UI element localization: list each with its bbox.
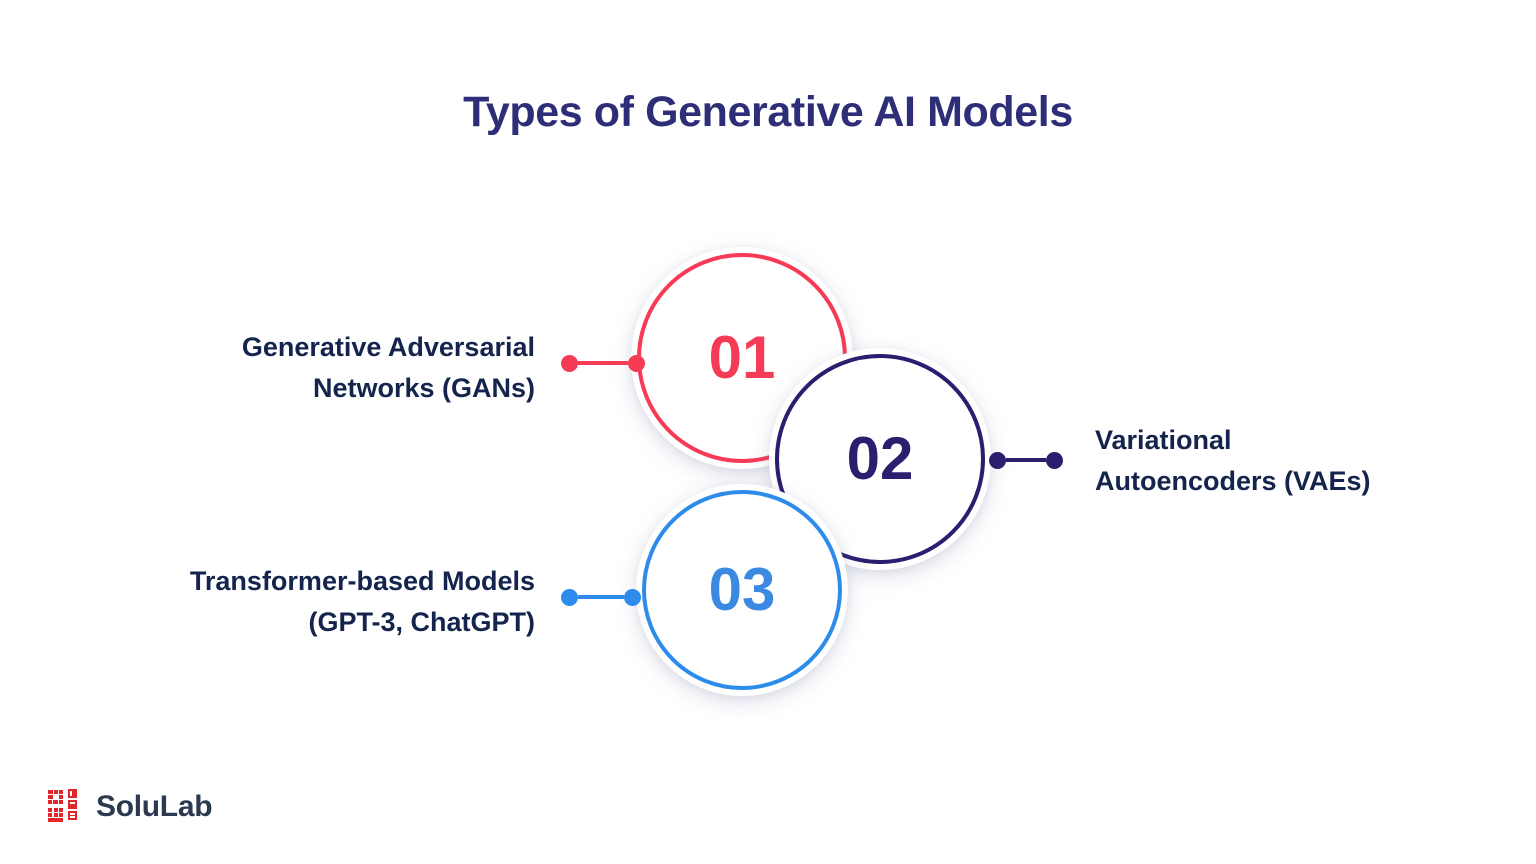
node-label-03: Transformer-based Models (GPT-3, ChatGPT… — [189, 566, 535, 638]
solulab-pixel-logo-icon — [48, 788, 84, 826]
brand-name: SoluLab — [96, 790, 213, 823]
node-number-01: 01 — [708, 324, 776, 391]
node-circle-03[interactable]: 03 — [642, 490, 842, 690]
node-number-03: 03 — [708, 556, 776, 623]
connector-01 — [561, 353, 645, 373]
brand-logo[interactable]: SoluLab — [48, 788, 213, 826]
connector-02 — [989, 450, 1063, 470]
connector-dot-inner-03 — [624, 588, 641, 606]
connector-dot-outer-03 — [561, 588, 578, 606]
node-label-01: Generative Adversarial Networks (GANs) — [241, 332, 535, 404]
page-title: Types of Generative AI Models — [463, 88, 1073, 136]
connector-dot-outer-02 — [1046, 451, 1063, 469]
connector-dot-outer-01 — [561, 354, 578, 372]
connector-dot-inner-01 — [628, 354, 645, 372]
connector-line-03 — [578, 595, 624, 599]
connector-dot-inner-02 — [989, 451, 1006, 469]
node-circle-02[interactable]: 02 — [775, 354, 985, 564]
connector-03 — [561, 587, 641, 607]
connector-line-01 — [578, 361, 628, 365]
node-label-02: Variational Autoencoders (VAEs) — [1095, 425, 1371, 497]
connector-line-02 — [1006, 458, 1046, 462]
node-number-02: 02 — [846, 425, 914, 492]
